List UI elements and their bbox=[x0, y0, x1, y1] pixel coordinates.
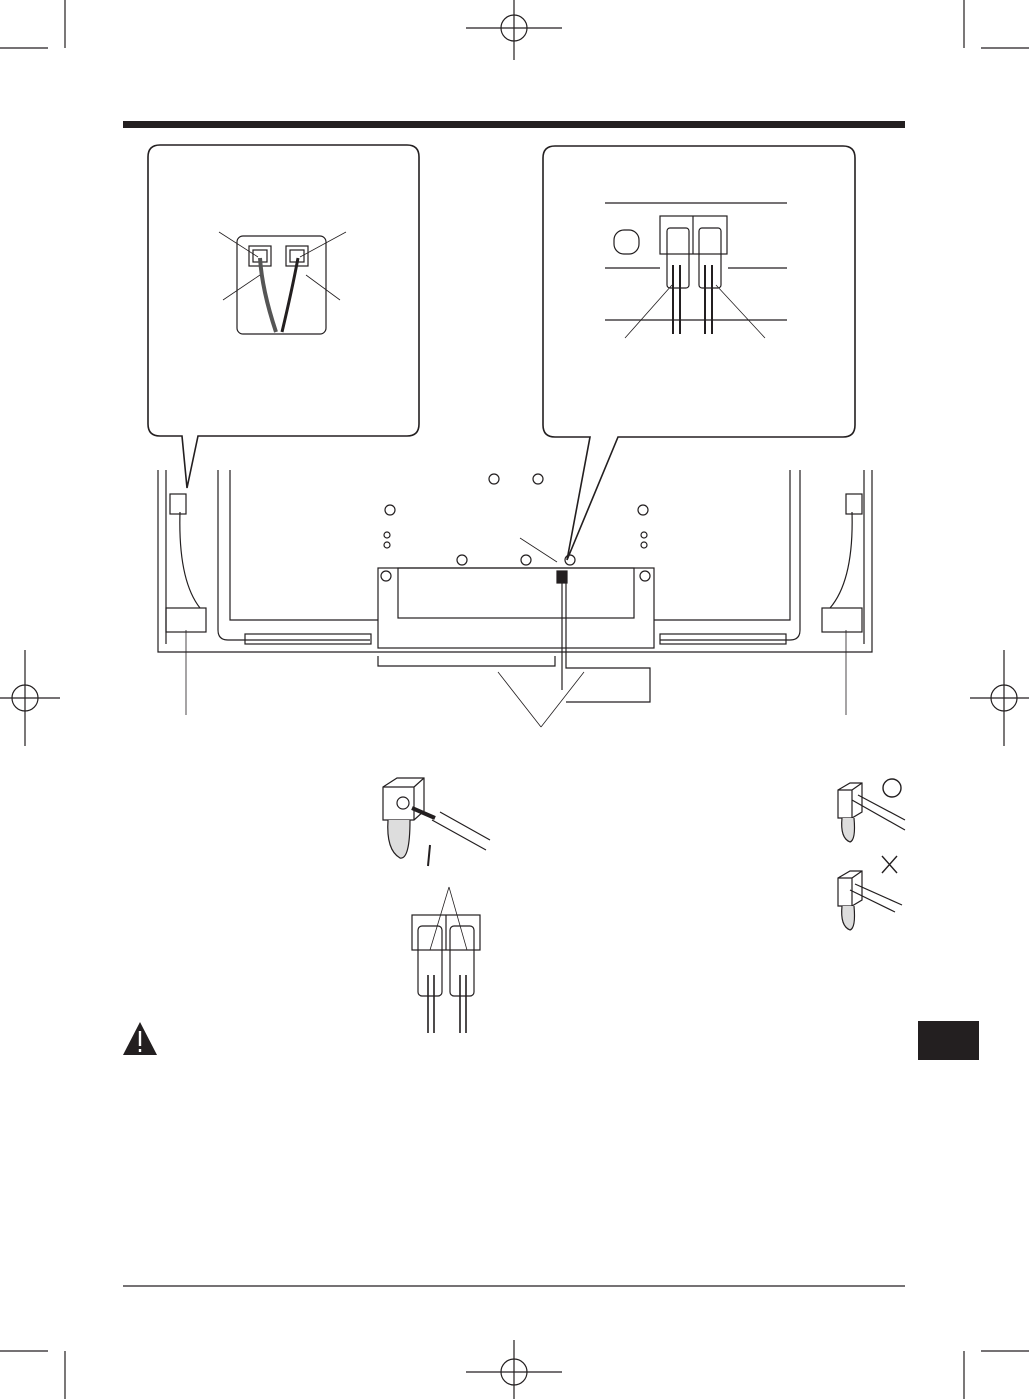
ok-circle-icon bbox=[882, 778, 902, 798]
correct-insertion-illustration bbox=[837, 782, 906, 843]
connector-detail bbox=[605, 202, 787, 339]
incorrect-insertion-illustration bbox=[837, 870, 903, 931]
release-tab-illustration bbox=[382, 777, 491, 867]
header-bar bbox=[123, 121, 905, 128]
section-tab bbox=[918, 1021, 979, 1060]
monitor-rear-view bbox=[157, 470, 873, 728]
speaker-terminal-detail bbox=[218, 231, 347, 335]
callout-left bbox=[147, 144, 420, 489]
warning-triangle-icon bbox=[123, 1022, 157, 1055]
connector-pair-illustration bbox=[411, 886, 481, 1033]
ng-cross-icon bbox=[881, 855, 898, 874]
callout-right bbox=[542, 145, 856, 561]
